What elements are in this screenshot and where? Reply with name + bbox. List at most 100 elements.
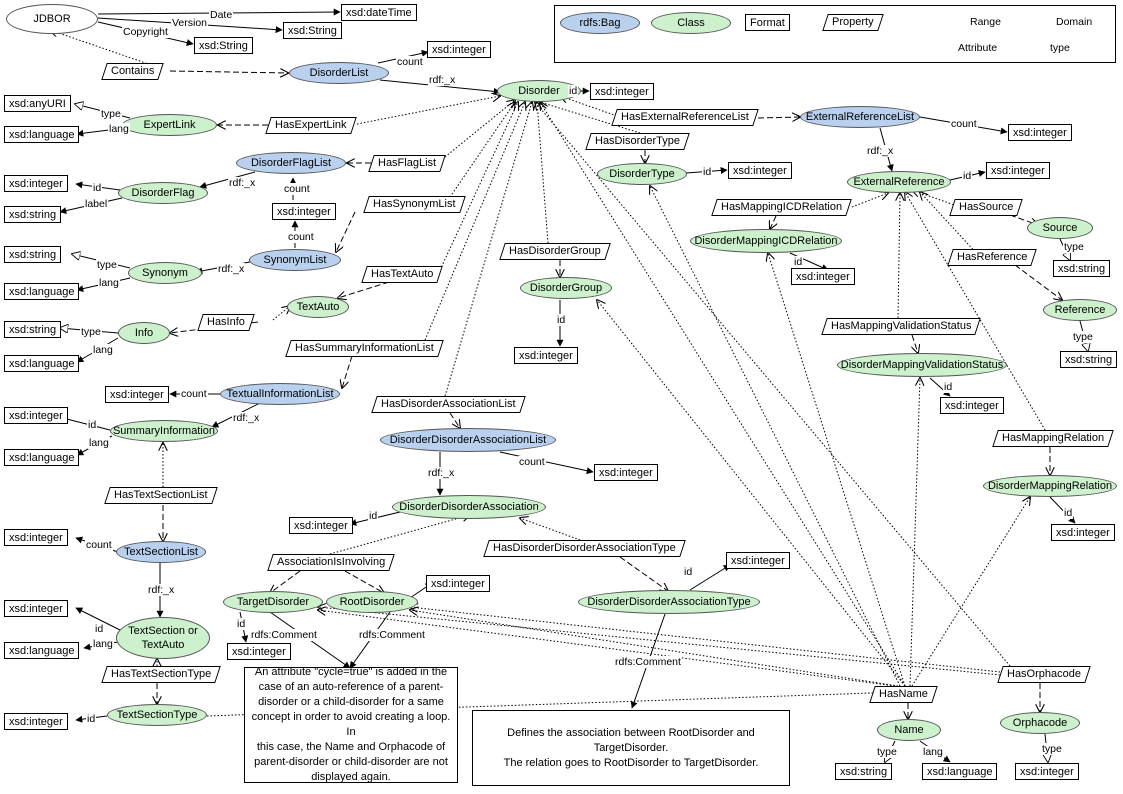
edge-hasmappingicd-domain (851, 193, 888, 208)
bag-textualinformationlist: TextualInformationList (220, 383, 340, 405)
fmt-orphacode-type: xsd:integer (1015, 763, 1079, 780)
prop-hasname: HasName (869, 686, 938, 703)
fmt-root-id: xsd:integer (426, 575, 490, 592)
prop-hassummaryinformationlist: HasSummaryInformationList (285, 340, 444, 357)
lbl-id-disorder: id (568, 85, 579, 97)
class-dmr: DisorderMappingRelation (983, 475, 1117, 497)
lbl-rdf-erl: rdf:_x (866, 145, 895, 157)
fmt-textsection-id: xsd:integer (4, 600, 68, 617)
bag-disorderlist: DisorderList (289, 62, 389, 84)
lbl-count-erl: count (950, 118, 978, 130)
lbl-label-flag: label (84, 198, 109, 210)
fmt-disordertype-id: xsd:integer (728, 162, 792, 179)
note-association: Defines the association between RootDiso… (472, 710, 790, 786)
fmt-synonym-type: xsd:string (4, 246, 62, 263)
edge-hastextauto-range (338, 281, 390, 298)
lbl-version: Version (171, 17, 209, 29)
lbl-id-tst: id (86, 713, 97, 725)
edge-hasname-domain-disorder (540, 102, 906, 687)
prop-hasdisorderassociationlist: HasDisorderAssociationList (371, 396, 526, 413)
edge-hasddalist-domain (444, 102, 532, 397)
fmt-synonym-lang: xsd:language (4, 283, 80, 300)
edge-disorderlist-rdf (379, 79, 501, 95)
edge-hasreference-range (1014, 264, 1062, 300)
edge-hassource-range (1009, 214, 1038, 225)
fmt-name-lang: xsd:language (922, 763, 998, 780)
legend-format: Format (745, 14, 790, 31)
edge-hasorphacode-domain-root (410, 607, 1001, 673)
lbl-count-tsl: count (85, 539, 113, 551)
lbl-type-source: type (1063, 241, 1085, 253)
class-externalreference: ExternalReference (847, 171, 951, 193)
fmt-reference-type: xsd:string (1060, 351, 1118, 368)
lbl-id-dmicd: id (793, 256, 804, 268)
edge-hasorphacode-domain-disorder (535, 102, 1011, 667)
edge-hassynonymlist-range (336, 211, 356, 252)
edge-hasreference-domain (920, 192, 981, 258)
class-summaryinformation: SummaryInformation (110, 420, 218, 442)
edge-flaglist-rdf (199, 171, 256, 189)
lbl-rdf-til: rdf:_x (232, 412, 261, 424)
edge-hasddatype-domain (520, 518, 581, 541)
lbl-lang-name: lang (922, 746, 944, 758)
edge-textsection-id (75, 607, 121, 631)
lbl-id-dmr: id (1063, 507, 1074, 519)
lbl-id-summary: id (87, 419, 98, 431)
lbl-id-er: id (962, 170, 973, 182)
fmt-disorderlist-count: xsd:integer (427, 41, 491, 58)
lbl-lang-synonym: lang (98, 277, 120, 289)
lbl-count-disorderlist: count (396, 56, 424, 68)
prop-hasmappingicdrelation: HasMappingICDRelation (711, 199, 852, 216)
bag-textsectionlist: TextSectionList (116, 541, 206, 563)
prop-hasexternalreferencelist: HasExternalReferenceList (611, 109, 759, 126)
legend: rdfs:Bag Class Format Property Range Dom… (554, 5, 1116, 63)
edge-hasname-domain-dmr (911, 497, 1030, 687)
edge-hasmappingicd-range (770, 215, 776, 229)
fmt-erl-count: xsd:integer (1008, 124, 1072, 141)
note-cycle: An attribute "cycle=true" is added in th… (244, 666, 458, 783)
lbl-copyright: Copyright (122, 26, 169, 38)
fmt-dmicd-id: xsd:integer (791, 268, 855, 285)
edge-hassummary-range (342, 355, 353, 388)
lbl-count-flaglist: count (283, 183, 311, 195)
fmt-info-lang: xsd:language (4, 355, 80, 372)
prop-hassynonymlist: HasSynonymList (363, 196, 466, 213)
class-reference: Reference (1043, 299, 1117, 321)
lbl-rdf-flaglist: rdf:_x (228, 177, 257, 189)
fmt-source-type: xsd:string (1053, 260, 1111, 277)
lbl-type-synonym: type (96, 259, 118, 271)
lbl-type-orphacode: type (1041, 743, 1063, 755)
fmt-ddalist-count: xsd:integer (594, 464, 658, 481)
edge-hastextauto-domain (439, 102, 518, 271)
prop-contains: Contains (101, 63, 165, 80)
lbl-comment-target: rdfs:Comment (250, 629, 318, 641)
lbl-lang-info: lang (92, 344, 114, 356)
lbl-type-reference: type (1072, 331, 1094, 343)
lbl-lang-expertlink: lang (108, 123, 130, 135)
lbl-id-disordertype: id (702, 166, 713, 178)
fmt-tsl-count: xsd:integer (4, 529, 68, 546)
class-textsectiontype: TextSectionType (107, 704, 207, 726)
class-name: Name (877, 719, 941, 741)
edge-contains-range (169, 71, 288, 73)
class-synonym: Synonym (128, 262, 202, 284)
fmt-flag-id: xsd:integer (4, 175, 68, 192)
prop-hastextsectionlist: HasTextSectionList (104, 487, 218, 504)
prop-hasmappingrelation: HasMappingRelation (992, 430, 1114, 447)
edge-hasname-domain-root (410, 610, 899, 687)
lbl-id-ddatype: id (683, 566, 694, 578)
fmt-disorder-id: xsd:integer (590, 83, 654, 100)
fmt-tst-id: xsd:integer (4, 713, 68, 730)
legend-bag: rdfs:Bag (560, 12, 640, 34)
lbl-type-info: type (80, 326, 102, 338)
bag-ddalist: DisorderDisorderAssociationList (380, 428, 556, 452)
fmt-til-count: xsd:integer (105, 386, 169, 403)
jdbor-node: JDBOR (6, 4, 98, 34)
edge-hasmappingrelation-domain (905, 192, 1046, 431)
edge-dmicd-id (789, 252, 829, 271)
lbl-lang-textsection: lang (92, 638, 114, 650)
edge-hasdisordergroup-domain (537, 102, 549, 244)
legend-class: Class (651, 12, 731, 34)
prop-hassource: HasSource (949, 199, 1024, 216)
class-dda: DisorderDisorderAssociation (392, 495, 546, 519)
